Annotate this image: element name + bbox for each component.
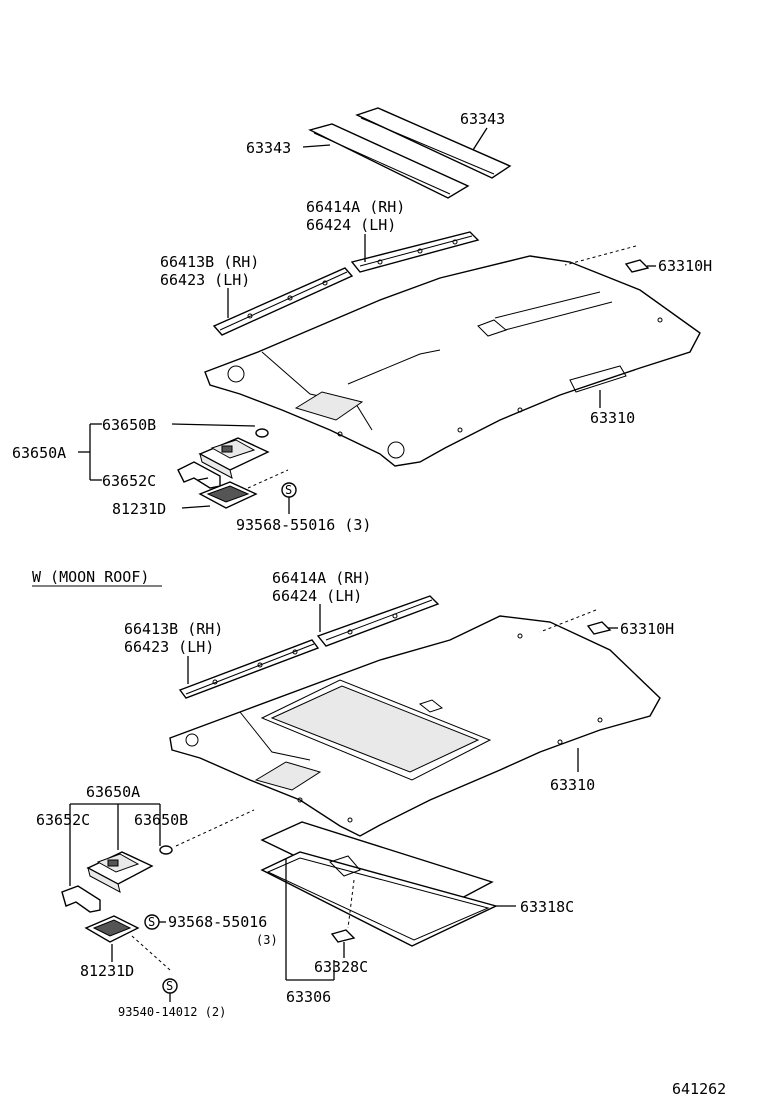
label-63310: 63310 bbox=[590, 409, 635, 427]
top-assembly: S bbox=[78, 107, 701, 514]
section-label-moon-roof: W (MOON ROOF) bbox=[32, 568, 149, 586]
label-63652C-moonroof: 63652C bbox=[36, 811, 90, 829]
label-66414A-rh: 66414A (RH) bbox=[306, 198, 405, 216]
label-66423-lh: 66423 (LH) bbox=[160, 271, 250, 289]
label-66423-lh-moonroof: 66423 (LH) bbox=[124, 638, 214, 656]
part-dome-lamp-housing bbox=[198, 437, 270, 479]
label-63310H-moonroof: 63310H bbox=[620, 620, 674, 638]
part-66413B-strip-moonroof bbox=[178, 639, 320, 699]
part-63310-headliner-moonroof bbox=[169, 615, 661, 837]
part-81231D-lens-moonroof bbox=[84, 915, 140, 943]
part-63310-headliner bbox=[204, 255, 701, 467]
part-63310H-clip-moonroof bbox=[586, 621, 612, 635]
screw-s-label-2: S bbox=[166, 979, 173, 993]
label-66424-lh: 66424 (LH) bbox=[306, 216, 396, 234]
label-63310-moonroof: 63310 bbox=[550, 776, 595, 794]
screw-symbol-bottom-1: S bbox=[144, 914, 160, 930]
label-63343-left: 63343 bbox=[246, 139, 291, 157]
part-66414A-strip-moonroof bbox=[316, 595, 440, 647]
label-66413B-rh: 66413B (RH) bbox=[160, 253, 259, 271]
figure-number: 641262 bbox=[672, 1080, 726, 1098]
part-66414A-strip bbox=[350, 231, 480, 273]
label-63650B-moonroof: 63650B bbox=[134, 811, 188, 829]
part-63310H-clip bbox=[624, 259, 650, 273]
label-63343-right: 63343 bbox=[460, 110, 505, 128]
label-63650A: 63650A bbox=[12, 444, 66, 462]
label-93568-55016-moonroof: 93568-55016 bbox=[168, 913, 267, 931]
label-93568-qty-moonroof: (3) bbox=[256, 933, 278, 947]
label-63306: 63306 bbox=[286, 988, 331, 1006]
part-63650B-lens bbox=[255, 428, 269, 438]
part-63650B-lens-moonroof bbox=[159, 845, 173, 855]
label-93540-14012: 93540-14012 (2) bbox=[118, 1005, 226, 1019]
part-dome-lamp-housing-moonroof bbox=[86, 851, 154, 893]
screw-symbol-bottom-2: S bbox=[162, 978, 178, 994]
label-66424-lh-moonroof: 66424 (LH) bbox=[272, 587, 362, 605]
label-63328C: 63328C bbox=[314, 958, 368, 976]
part-63652C-bracket bbox=[177, 461, 221, 489]
label-81231D: 81231D bbox=[112, 500, 166, 518]
screw-symbol-top: S bbox=[281, 482, 297, 498]
label-63318C: 63318C bbox=[520, 898, 574, 916]
screw-s-label-1: S bbox=[148, 915, 155, 929]
bottom-assembly: S S bbox=[61, 595, 661, 1002]
part-63343-pads bbox=[308, 107, 512, 199]
part-63328C-clip bbox=[330, 929, 356, 943]
part-63652C-bracket-moonroof bbox=[61, 885, 101, 913]
part-66413B-strip bbox=[212, 267, 354, 336]
screw-s-label: S bbox=[285, 483, 292, 497]
label-63310H: 63310H bbox=[658, 257, 712, 275]
label-63650A-moonroof: 63650A bbox=[86, 783, 140, 801]
label-93568-55016: 93568-55016 (3) bbox=[236, 516, 371, 534]
label-81231D-moonroof: 81231D bbox=[80, 962, 134, 980]
part-81231D-lens bbox=[198, 481, 258, 509]
part-63318C-sunshade bbox=[260, 821, 498, 947]
label-66413B-rh-moonroof: 66413B (RH) bbox=[124, 620, 223, 638]
label-63652C: 63652C bbox=[102, 472, 156, 490]
label-63650B: 63650B bbox=[102, 416, 156, 434]
label-66414A-rh-moonroof: 66414A (RH) bbox=[272, 569, 371, 587]
